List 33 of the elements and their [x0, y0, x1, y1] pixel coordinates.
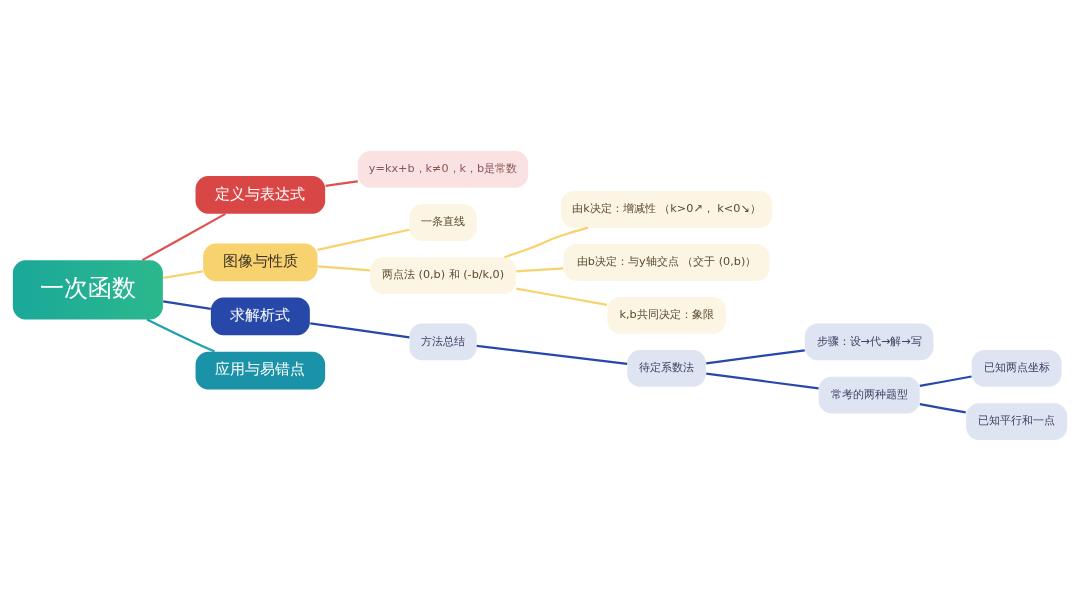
- node-box: 由b决定：与y轴交点 （交于 (0,b)）: [563, 243, 770, 281]
- connector: [516, 266, 564, 272]
- node-box: 步骤：设→代→解→写: [804, 323, 934, 360]
- node-box: 待定系数法: [627, 349, 706, 387]
- node-box: k,b共同决定：象限: [607, 296, 726, 334]
- node-box: 方法总结: [409, 323, 477, 360]
- connector: [706, 348, 805, 364]
- node-box: 两点法 (0,b) 和 (-b/k,0): [370, 256, 516, 294]
- node-box: 求解析式: [210, 297, 310, 335]
- node-box: 已知平行和一点: [966, 402, 1068, 440]
- node-box: 定义与表达式: [195, 175, 326, 214]
- connector: [919, 374, 972, 387]
- node-box: y=kx+b，k≠0，k，b是常数: [357, 150, 529, 188]
- node-box: 由k决定：增减性 （k>0↗， k<0↘）: [560, 190, 773, 228]
- connector: [141, 212, 226, 261]
- connector: [476, 344, 628, 365]
- connector: [317, 228, 410, 251]
- node-box: 一次函数: [12, 259, 163, 319]
- connector: [310, 321, 410, 338]
- connector: [706, 371, 819, 390]
- connector: [504, 226, 589, 258]
- node-box: 已知两点坐标: [971, 349, 1062, 387]
- node-box: 应用与易错点: [195, 351, 326, 389]
- connector: [146, 318, 216, 353]
- connector: [162, 299, 211, 310]
- connector: [516, 286, 608, 306]
- connector: [919, 402, 966, 414]
- connector: [162, 269, 204, 279]
- node-box: 常考的两种题型: [818, 376, 920, 413]
- node-box: 一条直线: [409, 203, 477, 241]
- connector: [317, 264, 370, 271]
- connector: [325, 179, 358, 187]
- node-box: 图像与性质: [203, 242, 318, 281]
